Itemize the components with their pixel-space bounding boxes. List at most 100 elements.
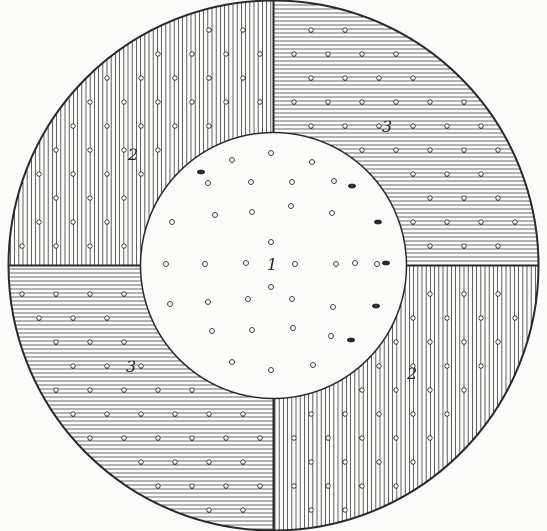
ring-dot (88, 244, 92, 248)
center-dot (206, 181, 211, 186)
ring-dot (309, 124, 313, 128)
ring-dot (139, 76, 143, 80)
ring-dot (156, 484, 160, 488)
ring-dot (54, 196, 58, 200)
ring-dot (173, 76, 177, 80)
ring-dot (139, 124, 143, 128)
ring-dot (156, 100, 160, 104)
ring-dot (377, 76, 381, 80)
ring-dot (71, 364, 75, 368)
ring-dot (309, 76, 313, 80)
ring-dot (139, 364, 143, 368)
ring-dot (224, 484, 228, 488)
ring-dot (54, 244, 58, 248)
ring-dot (54, 340, 58, 344)
ring-dot (326, 484, 330, 488)
ring-dot (343, 124, 347, 128)
ring-dot (105, 124, 109, 128)
ring-dot (394, 388, 398, 392)
ring-dot (139, 172, 143, 176)
label-center: 1 (267, 255, 277, 274)
ring-dot (122, 100, 126, 104)
center-dot (170, 220, 175, 225)
ring-dot (445, 172, 449, 176)
center-dot (293, 262, 298, 267)
ring-dot (360, 52, 364, 56)
ring-dot (309, 460, 313, 464)
ring-dot (20, 244, 24, 248)
ring-dot (411, 316, 415, 320)
ring-dot (54, 148, 58, 152)
ring-dot (71, 220, 75, 224)
ring-dot (292, 484, 296, 488)
ring-dot (241, 460, 245, 464)
ring-dot (343, 412, 347, 416)
ring-dot (411, 412, 415, 416)
ring-dot (88, 292, 92, 296)
ring-dot (207, 124, 211, 128)
label-lower-right: 2 (406, 364, 417, 383)
ring-dot (173, 412, 177, 416)
ring-dot (122, 244, 126, 248)
ring-dot (207, 412, 211, 416)
center-dot (244, 261, 249, 266)
ring-dot (190, 100, 194, 104)
ring-dot (105, 412, 109, 416)
center-dot (353, 261, 358, 266)
ring-dot (411, 76, 415, 80)
ring-dot (54, 388, 58, 392)
ring-dot (173, 124, 177, 128)
center-dot (269, 368, 274, 373)
ring-dot (428, 100, 432, 104)
ring-dot (156, 436, 160, 440)
ring-dot (360, 148, 364, 152)
ring-dot (428, 436, 432, 440)
ring-dot (309, 508, 313, 512)
ring-dot (462, 340, 466, 344)
ring-dot (88, 388, 92, 392)
ring-dot (428, 292, 432, 296)
center-dot (290, 180, 295, 185)
center-dot (269, 240, 274, 245)
dark-mark (374, 220, 382, 225)
ring-dot (88, 436, 92, 440)
center-dot (230, 158, 235, 163)
ring-dot (462, 100, 466, 104)
ring-dot (343, 28, 347, 32)
ring-dot (105, 316, 109, 320)
ring-dot (190, 484, 194, 488)
ring-dot (258, 52, 262, 56)
ring-dot (377, 412, 381, 416)
ring-dot (513, 220, 517, 224)
ring-dot (224, 52, 228, 56)
center-dot (375, 262, 380, 267)
ring-dot (292, 100, 296, 104)
ring-dot (377, 364, 381, 368)
ring-dot (479, 172, 483, 176)
ring-dot (394, 52, 398, 56)
ring-dot (377, 124, 381, 128)
ring-dot (445, 316, 449, 320)
center-dot (246, 297, 251, 302)
center-dot (168, 302, 173, 307)
center-dot (203, 262, 208, 267)
ring-dot (241, 508, 245, 512)
ring-dot (479, 124, 483, 128)
ring-dot (360, 388, 364, 392)
ring-dot (71, 316, 75, 320)
ring-dot (496, 148, 500, 152)
ring-dot (156, 52, 160, 56)
ring-dot (411, 124, 415, 128)
ring-dot (394, 148, 398, 152)
ring-dot (292, 436, 296, 440)
center-dot (290, 297, 295, 302)
ring-dot (258, 484, 262, 488)
ring-dot (71, 124, 75, 128)
ring-dot (360, 436, 364, 440)
ring-dot (496, 340, 500, 344)
ring-dot (326, 52, 330, 56)
ring-dot (241, 76, 245, 80)
ring-dot (394, 340, 398, 344)
